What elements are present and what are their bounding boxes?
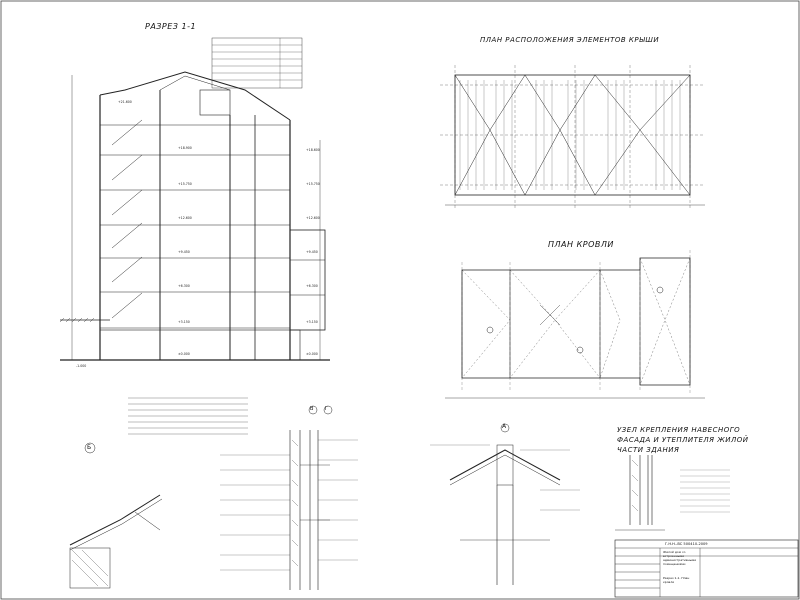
section-title: РАЗРЕЗ 1-1	[145, 22, 197, 31]
roof-elements-title: ПЛАН РАСПОЛОЖЕНИЯ ЭЛЕМЕНТОВ КРЫШИ	[480, 36, 660, 44]
level-mark: ±0.000	[306, 352, 318, 356]
level-mark: +21.600	[118, 100, 132, 104]
level-mark: ±0.000	[178, 352, 190, 356]
title-block	[614, 539, 799, 598]
roof-elements-plan	[440, 65, 705, 210]
node-mark-b: Б	[87, 444, 92, 451]
level-mark: +15.750	[178, 182, 192, 186]
level-mark: +18.600	[306, 148, 320, 152]
facade-node-detail	[615, 455, 730, 531]
level-mark: +3.150	[306, 320, 318, 324]
node-a-detail	[430, 423, 580, 585]
stamp-sheet: Разрез 1-1. План кровли	[663, 576, 690, 584]
node-mark-g: Г	[325, 406, 329, 412]
stamp-title: Жилой дом со встроенными административны…	[663, 550, 697, 566]
roof-plan-title: ПЛАН КРОВЛИ	[548, 240, 614, 249]
level-mark: +15.750	[306, 182, 320, 186]
level-mark: +6.300	[306, 284, 318, 288]
level-mark: +18.900	[178, 146, 192, 150]
stamp-code: Г.Н.Н.-ВС 500410-2009	[665, 542, 708, 546]
node-mark-a: А	[502, 423, 507, 430]
level-mark: +9.450	[178, 250, 190, 254]
node-b-detail	[69, 442, 163, 589]
level-mark: +3.150	[178, 320, 190, 324]
level-mark: -1.000	[76, 364, 87, 368]
level-mark: +6.300	[178, 284, 190, 288]
node-vg-detail	[220, 405, 358, 590]
node-mark-v: В	[310, 406, 314, 412]
section-1-1	[59, 37, 330, 435]
level-mark: +12.600	[306, 216, 320, 220]
level-mark: +9.450	[306, 250, 318, 254]
roof-plan	[445, 250, 705, 399]
level-mark: +12.600	[178, 216, 192, 220]
facade-node-title: УЗЕЛ КРЕПЛЕНИЯ НАВЕСНОГО ФАСАДА И УТЕПЛИ…	[617, 426, 749, 454]
